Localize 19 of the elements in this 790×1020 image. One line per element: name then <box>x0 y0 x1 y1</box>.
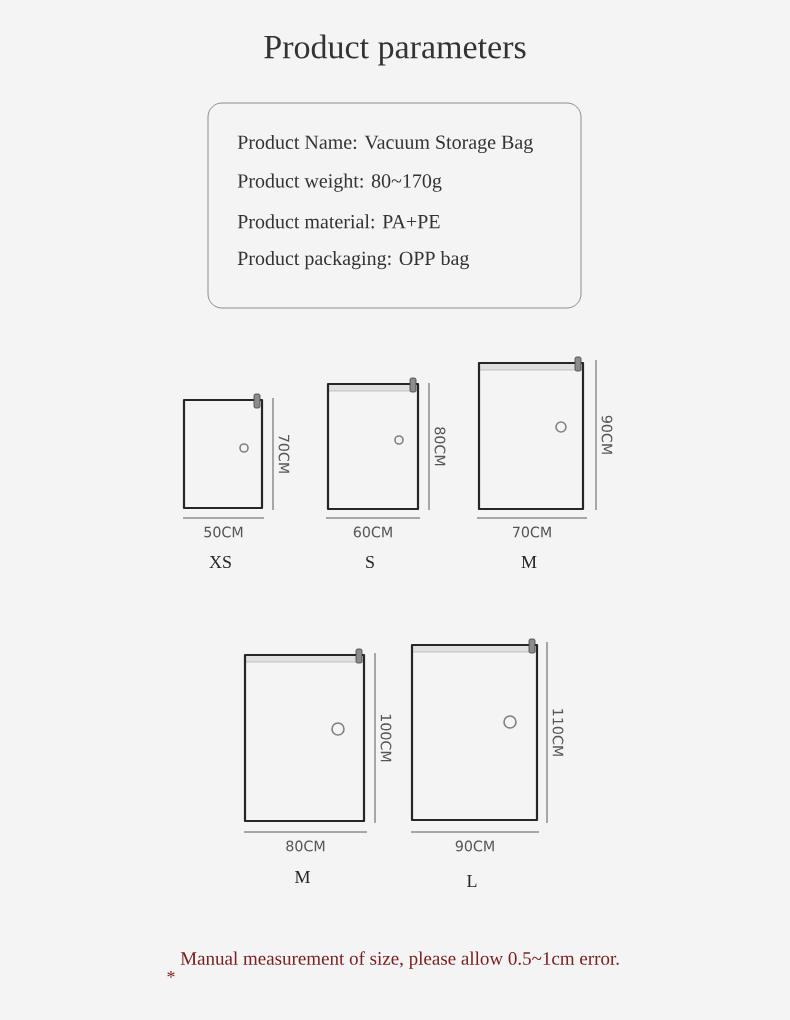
dimension-label: 90CM <box>601 415 613 454</box>
size-label: XS <box>209 555 231 569</box>
size-label: M <box>521 556 537 568</box>
note: Manual measurement of size, please allow 0.5~1cm error. <box>180 951 619 969</box>
dimension-label: 70CM <box>513 526 551 538</box>
dimension-label: 70CM <box>278 435 290 473</box>
dimension-label: 80CM <box>286 840 325 852</box>
dimension-label: 110CM <box>552 709 564 756</box>
size-label: M <box>295 871 310 883</box>
size-label: S <box>366 555 374 569</box>
dimension-label: 100CM <box>380 714 392 762</box>
dimension-label: 50CM <box>204 526 243 538</box>
dimension-label: 80CM <box>434 427 446 466</box>
info-box: Product Name: Vacuum Storage Bag Product weight: 80~170g Product material: PA+PE Product packaging: OPP bag <box>207 102 582 309</box>
size-label: L <box>467 875 477 887</box>
dimension-label: 90CM <box>455 840 494 852</box>
dimension-label: 60CM <box>353 526 392 538</box>
title: Product parameters <box>264 34 526 66</box>
asterisk: * <box>167 971 175 978</box>
